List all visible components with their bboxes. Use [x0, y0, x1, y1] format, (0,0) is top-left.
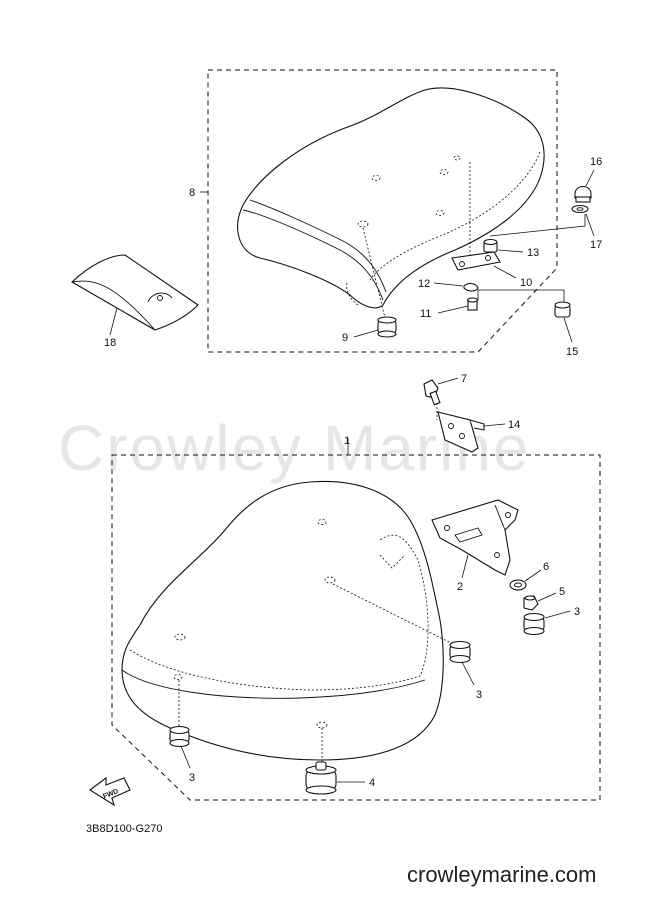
guide-line-3-right: [332, 583, 456, 646]
pillion-seat[interactable]: [237, 87, 545, 309]
callout-5: 5: [559, 586, 565, 598]
fwd-arrow-icon: FWD: [89, 776, 131, 807]
callout-14: 14: [508, 419, 520, 431]
bolt-7[interactable]: [423, 379, 441, 406]
group-8-boundary: [207, 69, 558, 353]
rider-seat[interactable]: [121, 480, 444, 761]
bracket-2[interactable]: [431, 499, 519, 576]
callout-6: 6: [543, 561, 549, 573]
bracket-14[interactable]: [437, 411, 485, 453]
site-url[interactable]: crowleymarine.com: [407, 862, 597, 887]
bolt-5[interactable]: [523, 595, 539, 611]
guide-line-15: [477, 289, 565, 302]
callout-13: 13: [527, 247, 539, 259]
nut-13[interactable]: [483, 238, 498, 253]
bolt-11[interactable]: [466, 297, 479, 311]
grommet-15[interactable]: [554, 301, 571, 318]
callout-16: 16: [590, 156, 602, 168]
cap-nut-16[interactable]: [574, 185, 592, 203]
collar-6[interactable]: [509, 579, 527, 591]
callout-4: 4: [369, 777, 375, 789]
callout-7: 7: [461, 373, 467, 385]
callout-18: 18: [104, 337, 116, 349]
seat-cover-18[interactable]: [71, 254, 199, 331]
callout-10: 10: [520, 277, 532, 289]
damper-3-right[interactable]: [523, 612, 545, 636]
guide-line-9: [362, 227, 386, 319]
callout-3-left: 3: [189, 772, 195, 784]
callout-12: 12: [418, 278, 430, 290]
washer-17[interactable]: [571, 204, 589, 214]
callout-15: 15: [566, 346, 578, 358]
callout-17: 17: [590, 239, 602, 251]
damper-9[interactable]: [377, 316, 397, 338]
group-1-boundary: [111, 454, 601, 801]
guide-line-17: [489, 214, 586, 237]
callout-2: 2: [457, 581, 463, 593]
bracket-10[interactable]: [451, 251, 501, 271]
clip-12[interactable]: [463, 283, 479, 292]
callout-11: 11: [420, 308, 431, 320]
callout-3-right: 3: [574, 606, 580, 618]
callout-8: 8: [189, 187, 195, 199]
diagram-code: 3B8D100-G270: [86, 823, 162, 835]
callout-1: 1: [344, 435, 350, 447]
damper-3-left[interactable]: [169, 725, 190, 748]
callout-9: 9: [342, 332, 348, 344]
callout-3-center: 3: [476, 689, 482, 701]
damper-4[interactable]: [305, 761, 337, 795]
damper-3-center[interactable]: [449, 640, 471, 664]
